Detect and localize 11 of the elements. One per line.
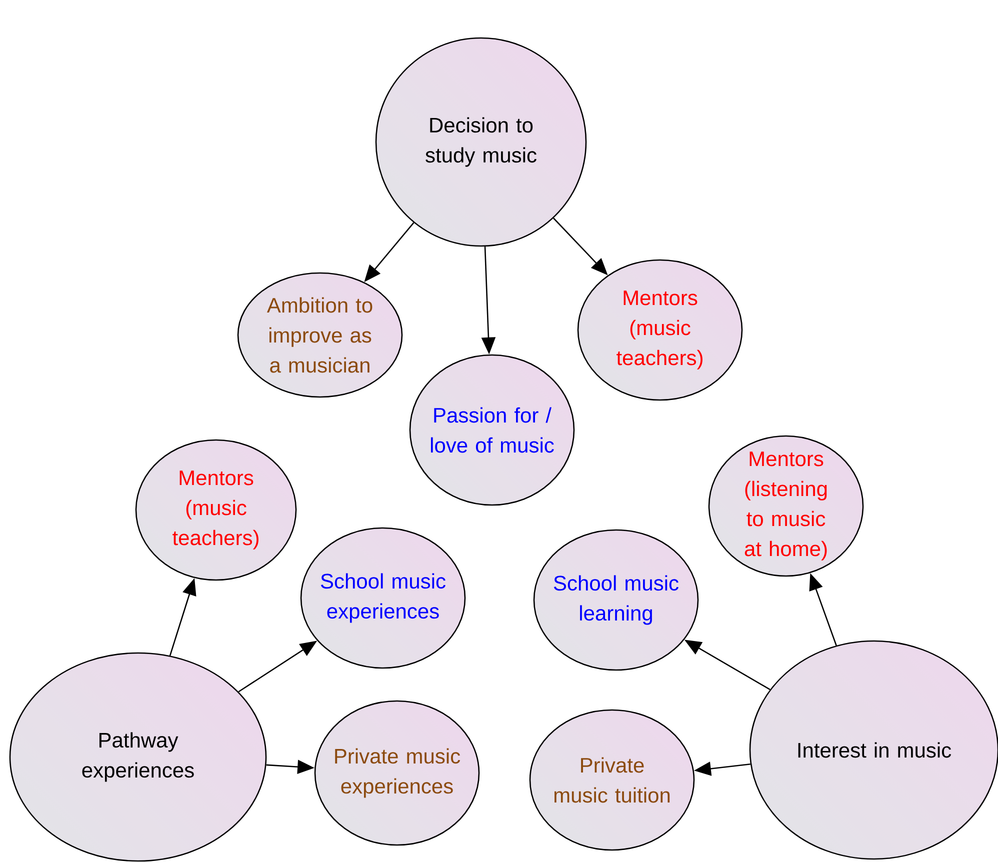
circle-node: School music learning bbox=[533, 529, 699, 671]
circle-node: Private music experiences bbox=[314, 700, 480, 846]
circle-node: Mentors (music teachers) bbox=[577, 259, 743, 401]
circle-node: Private music tuition bbox=[529, 709, 695, 851]
circle-node: Pathway experiences bbox=[9, 652, 267, 862]
circle-node: Mentors (listening to music at home) bbox=[708, 435, 864, 577]
circle-node: Decision to study music bbox=[375, 37, 587, 247]
circle-node: Ambition to improve as a musician bbox=[237, 272, 403, 398]
circle-node: Passion for / love of music bbox=[409, 354, 575, 506]
circle-node: School music experiences bbox=[300, 527, 466, 669]
circle-node: Mentors (music teachers) bbox=[135, 439, 297, 581]
